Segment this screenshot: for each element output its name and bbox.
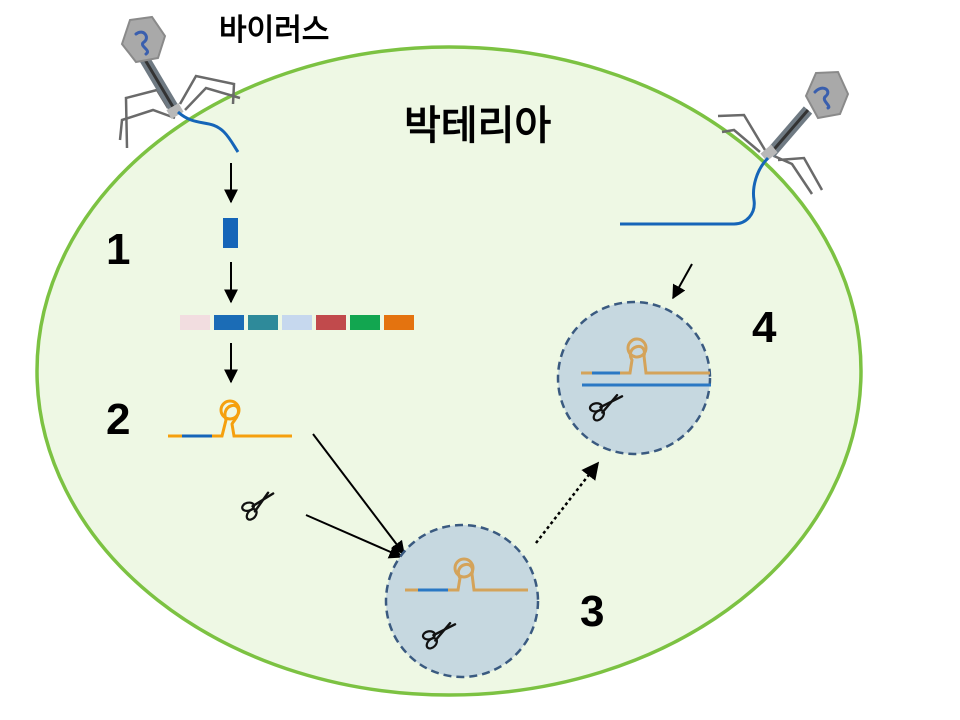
bacteriophage-left-icon xyxy=(118,15,241,149)
virus-label: 바이러스 xyxy=(219,13,330,48)
step-1-label: 1 xyxy=(106,225,131,274)
step-3-label: 3 xyxy=(580,587,605,636)
bacteria-label: 박테리아 xyxy=(404,103,552,149)
crispr-array-segment xyxy=(316,315,346,330)
bacteria-cell xyxy=(35,45,863,697)
viral-dna-right xyxy=(620,156,770,226)
crispr-array-segment xyxy=(350,315,380,330)
cas9-complex-4 xyxy=(556,300,712,456)
crrna-hairpin-icon xyxy=(168,399,292,438)
crispr-array-segment xyxy=(282,315,312,330)
crispr-array-segment xyxy=(384,315,414,330)
step-4-label: 4 xyxy=(752,303,777,352)
spacer-segment xyxy=(223,218,238,248)
arrow-to-3a xyxy=(312,433,405,556)
dotted-arrow-3-4 xyxy=(535,461,600,544)
bacteriophage-right-icon xyxy=(717,70,850,195)
viral-dna-left xyxy=(177,110,240,153)
step-2-label: 2 xyxy=(106,395,131,444)
crispr-array-segment xyxy=(180,315,210,330)
arrow-to-4 xyxy=(672,263,693,300)
crispr-array-segment xyxy=(214,315,244,330)
crispr-array-segment xyxy=(248,315,278,330)
cas9-complex-3 xyxy=(384,523,540,679)
crispr-array xyxy=(180,315,414,330)
arrow-to-3b xyxy=(305,514,404,559)
